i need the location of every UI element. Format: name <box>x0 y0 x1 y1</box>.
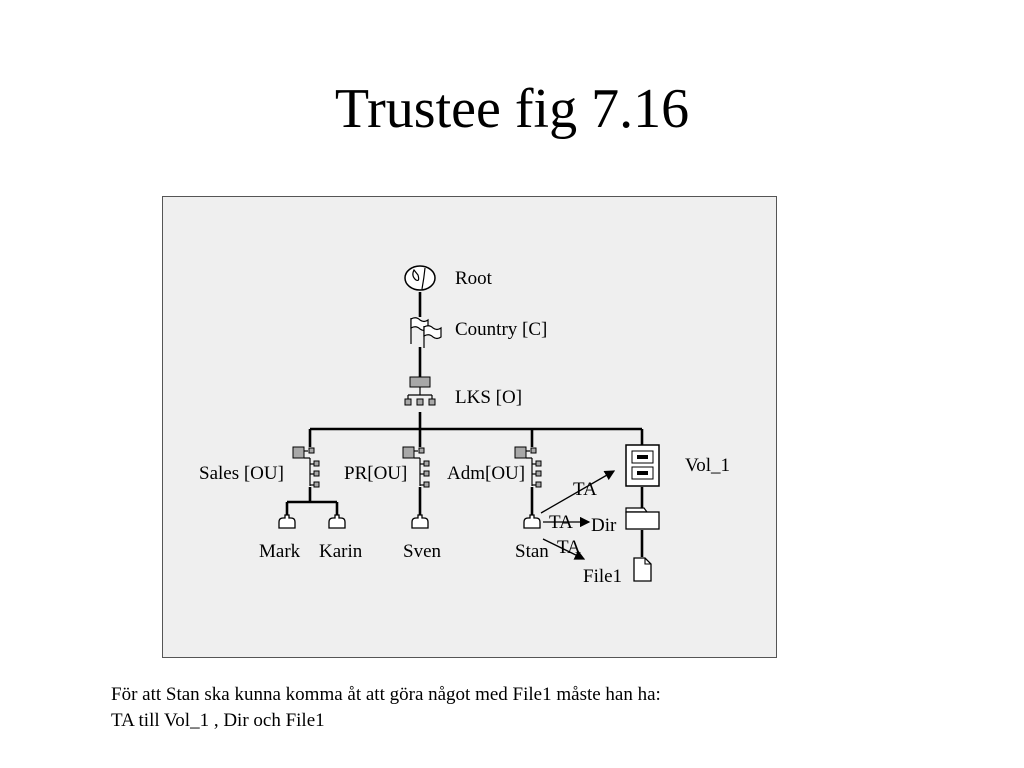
country-label: Country [C] <box>455 319 547 340</box>
ta-label-file: TA <box>557 537 581 558</box>
user-sven-label: Sven <box>403 541 442 562</box>
dir-label: Dir <box>591 515 617 536</box>
user-karin-label: Karin <box>319 541 363 562</box>
file-icon <box>633 557 652 582</box>
user-mark-icon <box>278 514 296 529</box>
organization-icon <box>404 376 436 406</box>
root-icon <box>404 265 436 291</box>
slide-title: Trustee fig 7.16 <box>334 78 690 140</box>
tree-diagram: Root Country [C] LKS [O] Sales [OU] PR[O… <box>162 196 777 658</box>
user-stan-icon <box>523 514 541 529</box>
ou-sales-label: Sales [OU] <box>199 463 284 484</box>
volume-icon <box>625 444 660 487</box>
user-sven-icon <box>411 514 429 529</box>
ou-adm-label: Adm[OU] <box>447 463 525 484</box>
ta-label-dir: TA <box>549 512 573 533</box>
volume-label: Vol_1 <box>685 455 730 476</box>
user-stan-label: Stan <box>515 541 549 562</box>
user-karin-icon <box>328 514 346 529</box>
caption-line-2: TA till Vol_1 , Dir och File1 <box>111 710 325 731</box>
user-mark-label: Mark <box>259 541 301 562</box>
tree-diagram-canvas: Root Country [C] LKS [O] Sales [OU] PR[O… <box>199 265 730 587</box>
ta-label-volume: TA <box>573 479 597 500</box>
root-label: Root <box>455 268 493 289</box>
trustee-arrows <box>540 470 616 560</box>
tree-connectors <box>285 292 644 557</box>
file-label: File1 <box>583 566 622 587</box>
ou-sales-icon <box>292 446 320 488</box>
ou-pr-label: PR[OU] <box>344 463 407 484</box>
organization-label: LKS [O] <box>455 387 522 408</box>
folder-icon <box>625 507 660 530</box>
caption-line-1: För att Stan ska kunna komma åt att göra… <box>111 684 661 705</box>
caption: För att Stan ska kunna komma åt att göra… <box>111 682 931 734</box>
country-flag-icon <box>410 317 442 348</box>
